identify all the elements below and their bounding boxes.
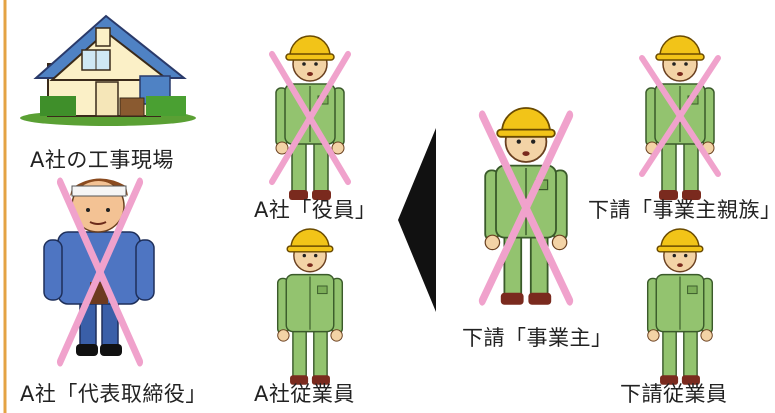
arrow-left-icon — [398, 128, 436, 312]
label-a-president: A社「代表取締役」 — [20, 382, 207, 406]
label-sub-owner: 下請「事業主」 — [462, 326, 613, 350]
label-sub-employee: 下請従業員 — [620, 382, 728, 406]
label-site: A社の工事現場 — [30, 148, 174, 172]
label-a-officer: A社「役員」 — [254, 198, 377, 222]
worker-icon-a-employee — [276, 228, 344, 386]
label-a-employee: A社従業員 — [254, 382, 355, 406]
worker-icon-sub-employee — [646, 228, 714, 386]
label-sub-family: 下請「事業主親族」 — [588, 198, 775, 222]
house-icon — [20, 14, 196, 126]
